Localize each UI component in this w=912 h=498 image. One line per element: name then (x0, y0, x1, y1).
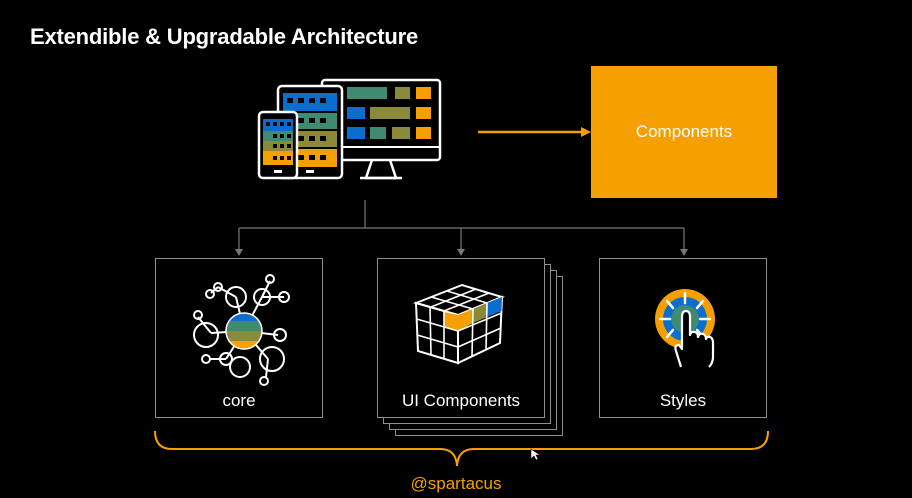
network-icon (193, 274, 290, 386)
touch-icon (655, 289, 715, 368)
mouse-cursor-icon (530, 448, 541, 461)
styles-label: Styles (659, 391, 707, 410)
spartacus-handle: @spartacus (410, 474, 502, 493)
core-label: core (222, 391, 256, 410)
grouping-brace (154, 430, 769, 467)
arrowhead-core (235, 249, 243, 256)
arrowhead-components (581, 127, 591, 137)
ui-components-card: UI Components (377, 258, 545, 418)
arrowhead-ui-components (457, 249, 465, 256)
styles-card: Styles (599, 258, 767, 418)
ui-components-label: UI Components (401, 391, 521, 410)
cube-icon (412, 283, 505, 365)
slide-title: Extendible & Upgradable Architecture (30, 24, 419, 49)
components-box: Components (591, 66, 777, 198)
components-box-label: Components (635, 122, 733, 141)
arrowhead-styles (680, 249, 688, 256)
core-card: core (155, 258, 323, 418)
